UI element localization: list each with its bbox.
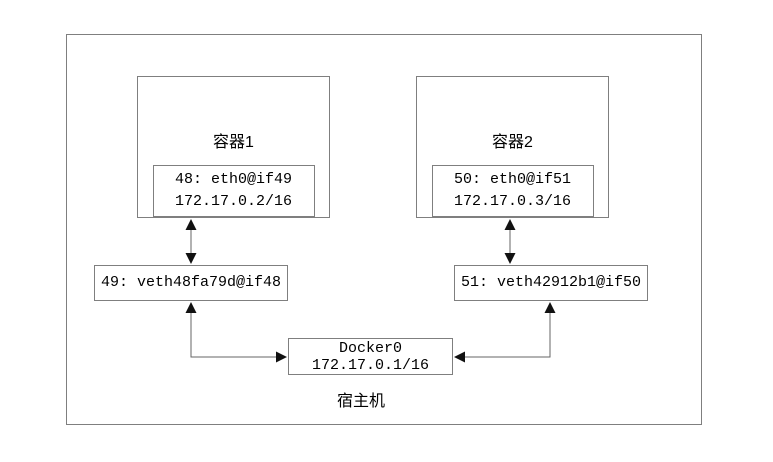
container1-eth-name: 48: eth0@if49 xyxy=(174,171,293,188)
container1-eth-ip: 172.17.0.2/16 xyxy=(174,193,293,210)
host-label: 宿主机 xyxy=(336,393,385,410)
container1-title: 容器1 xyxy=(213,134,254,151)
veth1-box: 49: veth48fa79d@if48 xyxy=(94,265,288,301)
container2-title: 容器2 xyxy=(492,134,533,151)
veth2-box: 51: veth42912b1@if50 xyxy=(454,265,648,301)
container2-eth-name: 50: eth0@if51 xyxy=(453,171,572,188)
docker0-name: Docker0 xyxy=(338,340,402,357)
container2-box: 容器2 50: eth0@if51 172.17.0.3/16 xyxy=(416,76,609,218)
container1-eth-box: 48: eth0@if49 172.17.0.2/16 xyxy=(152,165,315,217)
container2-eth-ip: 172.17.0.3/16 xyxy=(453,193,572,210)
container1-box: 容器1 48: eth0@if49 172.17.0.2/16 xyxy=(137,76,330,218)
docker0-box: Docker0 172.17.0.1/16 xyxy=(288,338,453,375)
container2-eth-box: 50: eth0@if51 172.17.0.3/16 xyxy=(431,165,594,217)
docker0-ip: 172.17.0.1/16 xyxy=(311,357,430,374)
